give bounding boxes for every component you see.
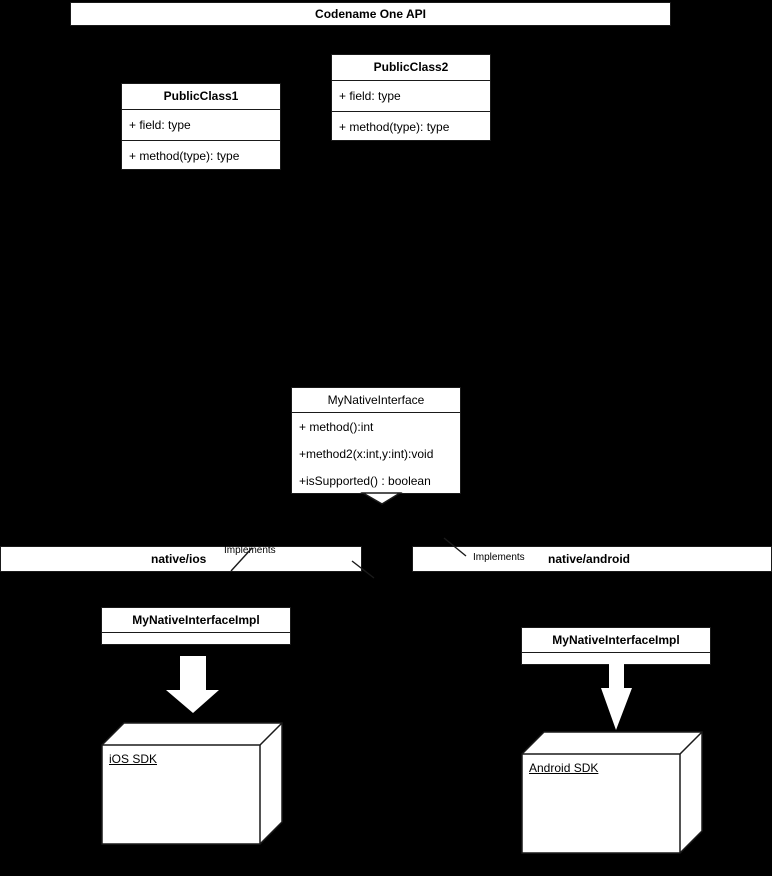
ios-sdk-node-shape bbox=[101, 722, 283, 845]
android-sdk-node-label: Android SDK bbox=[529, 761, 599, 775]
generalization-triangle-icon bbox=[360, 492, 403, 505]
mynativeinterfaceimpl-android-title: MyNativeInterfaceImpl bbox=[552, 633, 680, 647]
publicclass1-method: + method(type): type bbox=[122, 140, 280, 171]
block-arrow-android bbox=[601, 661, 632, 730]
publicclass2-method: + method(type): type bbox=[332, 111, 490, 142]
class-box-publicclass1: PublicClass1 + field: type + method(type… bbox=[121, 83, 281, 170]
publicclass1-field: + field: type bbox=[122, 109, 280, 140]
mynativeinterface-method-1: +method2(x:int,y:int):void bbox=[299, 446, 434, 461]
publicclass1-title: PublicClass1 bbox=[163, 89, 239, 103]
publicclass2-title: PublicClass2 bbox=[373, 60, 449, 74]
class-box-mynativeinterfaceimpl-android: MyNativeInterfaceImpl bbox=[521, 627, 711, 665]
mynativeinterface-method-0: + method():int bbox=[292, 412, 460, 440]
implements-label-android: Implements bbox=[473, 552, 525, 563]
interface-box-mynativeinterface: MyNativeInterface + method():int +method… bbox=[291, 387, 461, 494]
mynativeinterface-title: MyNativeInterface bbox=[327, 393, 425, 407]
codename-one-api-banner: Codename One API bbox=[70, 2, 671, 26]
class-box-mynativeinterfaceimpl-ios: MyNativeInterfaceImpl bbox=[101, 607, 291, 645]
mynativeinterface-method-2: +isSupported() : boolean bbox=[299, 473, 431, 488]
ios-sdk-node-label: iOS SDK bbox=[109, 752, 158, 766]
block-arrow-ios bbox=[166, 656, 219, 713]
mynativeinterfaceimpl-ios-title: MyNativeInterfaceImpl bbox=[132, 613, 260, 627]
android-sdk-node-shape bbox=[521, 731, 703, 854]
native-ios-banner: native/ios bbox=[0, 546, 362, 572]
native-ios-banner-label: native/ios bbox=[151, 552, 207, 566]
native-android-banner-label: native/android bbox=[548, 552, 631, 566]
mynativeinterfaceimpl-android-body bbox=[522, 652, 710, 664]
node-android-sdk: Android SDK bbox=[521, 731, 703, 855]
class-box-publicclass2: PublicClass2 + field: type + method(type… bbox=[331, 54, 491, 141]
publicclass2-field: + field: type bbox=[332, 80, 490, 111]
implements-label-ios: Implements bbox=[224, 545, 276, 556]
mynativeinterfaceimpl-ios-body bbox=[102, 632, 290, 644]
native-android-banner: native/android bbox=[412, 546, 772, 572]
node-ios-sdk: iOS SDK bbox=[101, 722, 283, 846]
codename-one-api-banner-label: Codename One API bbox=[315, 7, 426, 21]
